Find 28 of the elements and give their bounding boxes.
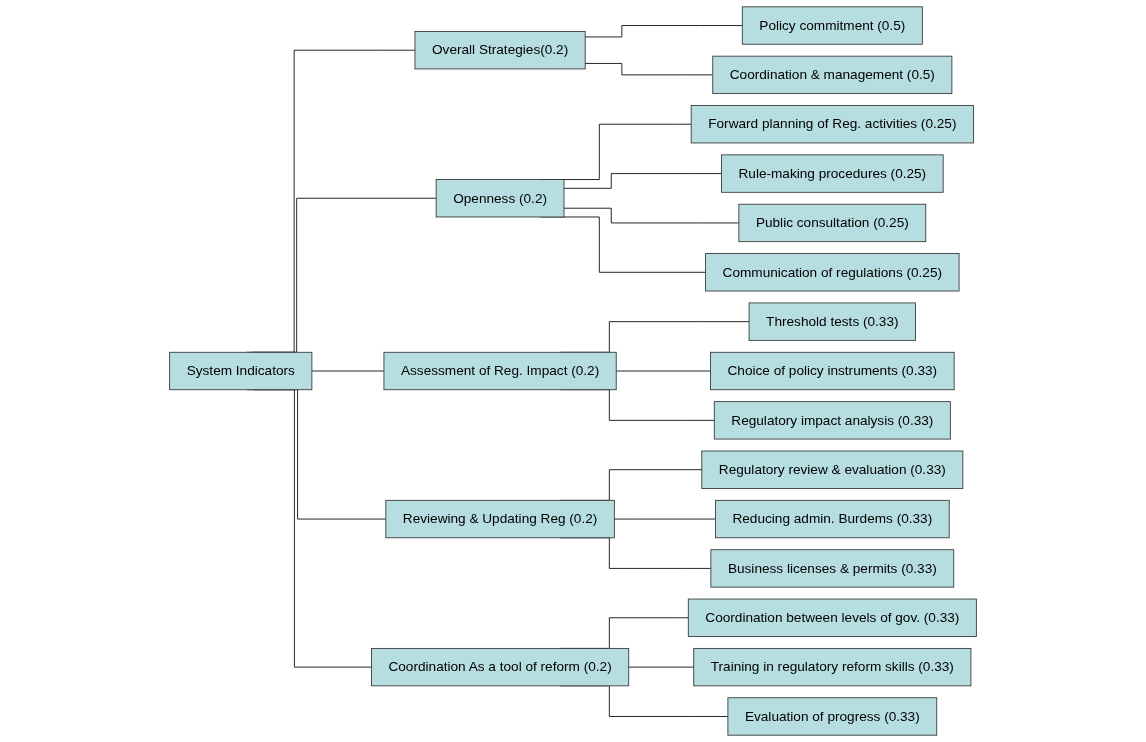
node-box: Threshold tests (0.33) (748, 302, 916, 341)
node-box: Public consultation (0.25) (738, 203, 927, 243)
connector (563, 207, 740, 224)
connector (613, 518, 716, 520)
node-box: Reducing admin. Burdems (0.33) (715, 499, 950, 539)
node-box: Forward planning of Reg. activities (0.25) (690, 105, 974, 144)
node-box: Business licenses & permits (0.33) (710, 549, 955, 588)
connector (584, 63, 714, 76)
node-box: Openness (0.2) (435, 179, 565, 218)
connector (584, 25, 743, 38)
node-box: Choice of policy instruments (0.33) (710, 351, 955, 391)
node-box: Policy commitment (0.5) (741, 6, 923, 45)
node-box: Coordination between levels of gov. (0.33) (687, 598, 977, 637)
node-box: Rule-making procedures (0.25) (721, 154, 944, 193)
node-box: System Indicators (169, 351, 313, 391)
node-box: Coordination As a tool of reform (0.2) (371, 647, 630, 687)
connector (563, 173, 722, 189)
node-box: Overall Strategies(0.2) (414, 31, 586, 70)
node-box: Reviewing & Updating Reg (0.2) (385, 499, 615, 539)
node-box: Assessment of Reg. Impact (0.2) (383, 351, 617, 391)
node-box: Regulatory review & evaluation (0.33) (701, 450, 964, 489)
connector (628, 666, 695, 668)
node-box: Evaluation of progress (0.33) (727, 697, 938, 736)
node-box: Regulatory impact analysis (0.33) (713, 401, 951, 440)
node-box: Coordination & management (0.5) (712, 55, 953, 95)
connector (615, 370, 711, 372)
node-box: Communication of regulations (0.25) (705, 253, 960, 292)
node-box: Training in regulatory reform skills (0.33) (693, 647, 972, 687)
